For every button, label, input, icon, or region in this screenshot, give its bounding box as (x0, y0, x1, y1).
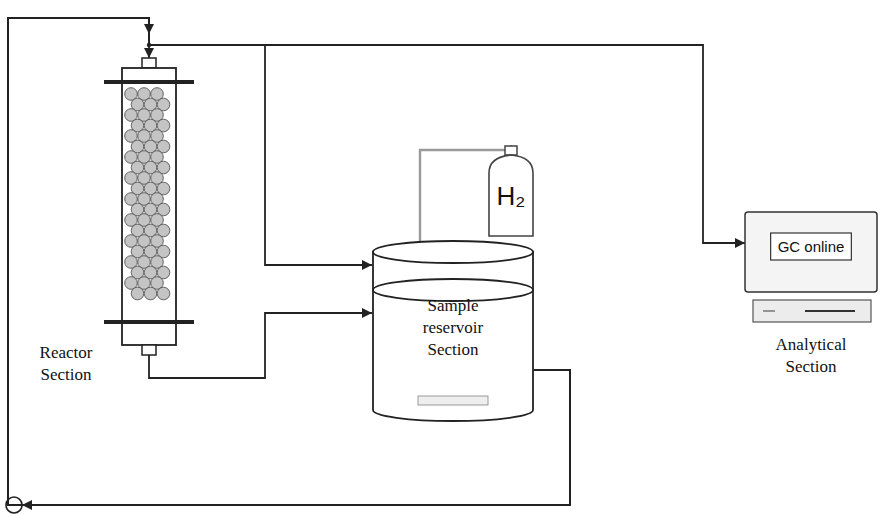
gc-computer: GC onlineAnalytical Section (745, 212, 877, 292)
monitor-case (745, 212, 877, 292)
section-label: Sample reservoir Section (402, 295, 504, 361)
flow-line (8, 18, 570, 505)
reactor-tube (122, 68, 176, 345)
tank-body (373, 251, 533, 421)
reactor-column-outline (104, 58, 194, 355)
reactor-flange (104, 320, 194, 324)
reactor-nozzle (142, 345, 156, 355)
drive-slot (805, 310, 855, 312)
reactor-column: Reactor Section (104, 58, 194, 355)
catalyst-bed (125, 88, 170, 300)
section-label: Reactor Section (20, 342, 112, 386)
reactor-flange (104, 80, 194, 84)
flow-line (8, 18, 745, 505)
cylinder-valve (505, 146, 517, 155)
gas-cylinder: H₂ (484, 145, 538, 238)
computer-base (753, 300, 871, 322)
reservoir-tank: Sample reservoir Section (372, 240, 534, 422)
gas-formula: H₂ (484, 181, 538, 211)
section-label: Analytical Section (749, 334, 873, 378)
drive-slot (763, 310, 775, 312)
flow-line (8, 18, 570, 505)
screen-text: GC online (751, 237, 871, 257)
reactor-nozzle (142, 58, 156, 68)
tank-rim (373, 241, 533, 263)
stirrer-bar (418, 396, 488, 405)
